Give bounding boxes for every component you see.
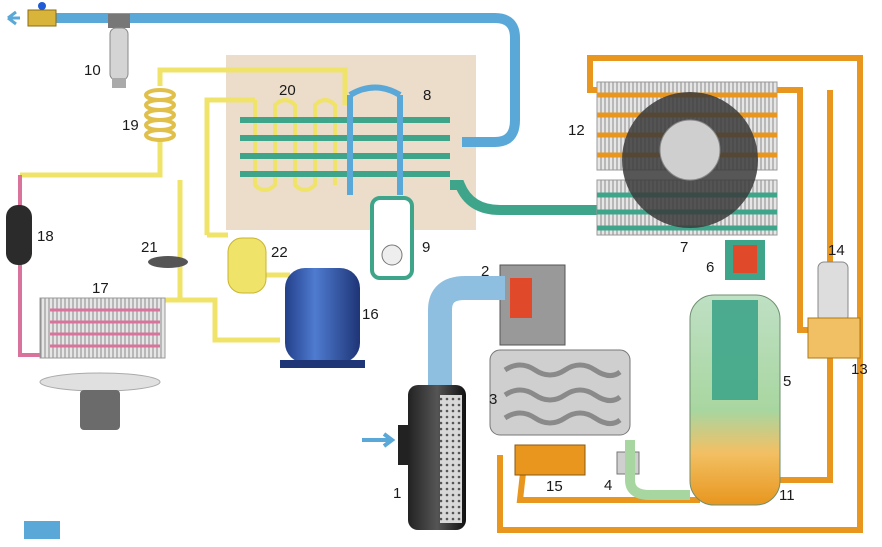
label-1: 1: [393, 485, 401, 502]
air-outlet-pipe: [30, 13, 520, 147]
condenser-17: [39, 297, 166, 359]
label-4: 4: [604, 477, 612, 494]
separator-element: [712, 300, 758, 400]
expansion-valve-21: [148, 256, 188, 268]
label-18: 18: [37, 228, 54, 245]
label-3: 3: [489, 391, 497, 408]
condenser-tubes: [50, 308, 160, 348]
legend-swatch: [24, 521, 60, 539]
fan-hub: [659, 119, 721, 181]
oil-stop-valve-15: [514, 444, 586, 476]
label-12: 12: [568, 122, 585, 139]
label-6: 6: [706, 259, 714, 276]
fan-motor: [80, 390, 120, 430]
filter-drain: [112, 78, 126, 88]
label-5: 5: [783, 373, 791, 390]
label-10: 10: [84, 62, 101, 79]
oil-filter-14: [817, 261, 849, 323]
label-22: 22: [271, 244, 288, 261]
outlet-valve: [27, 9, 57, 27]
label-21: 21: [141, 239, 158, 256]
filter-head: [108, 14, 130, 28]
evaporator-coil-20: [253, 98, 337, 192]
intake-pipe: [428, 276, 505, 390]
condensate-separator-9: [370, 196, 414, 280]
air-exchanger-tubes-8: [240, 117, 450, 177]
thermostatic-valve-13: [807, 317, 861, 359]
intake-valve-2: [499, 264, 566, 346]
label-20: 20: [279, 82, 296, 99]
receiver-18: [6, 205, 32, 265]
label-13: 13: [851, 361, 868, 378]
capillary-coil-19: [144, 88, 176, 142]
label-8: 8: [423, 87, 431, 104]
aftercooler-to-dryer-pipe: [450, 180, 600, 215]
label-7: 7: [680, 239, 688, 256]
filter-10-body: [109, 27, 129, 81]
valve-handle-icon: [38, 2, 46, 10]
label-14: 14: [828, 242, 845, 259]
label-15: 15: [546, 478, 563, 495]
label-2: 2: [481, 263, 489, 280]
component-labels: 1 2 3 4 5 6 7 8 9 10 11 12 13 14 15 16 1…: [37, 62, 868, 504]
compressor-base: [280, 360, 365, 368]
discharge-pipe: [625, 440, 690, 500]
label-11: 11: [779, 487, 795, 504]
outlet-arrow-icon: [7, 10, 20, 26]
label-16: 16: [362, 306, 379, 323]
accumulator-22: [227, 237, 267, 294]
condenser-fan-blades: [39, 372, 161, 392]
air-return-loop: [347, 95, 403, 195]
air-inlet-arrow-icon: [362, 432, 396, 448]
label-19: 19: [122, 117, 139, 134]
label-17: 17: [92, 280, 109, 297]
label-9: 9: [422, 239, 430, 256]
refrigerant-compressor-16: [285, 268, 360, 363]
